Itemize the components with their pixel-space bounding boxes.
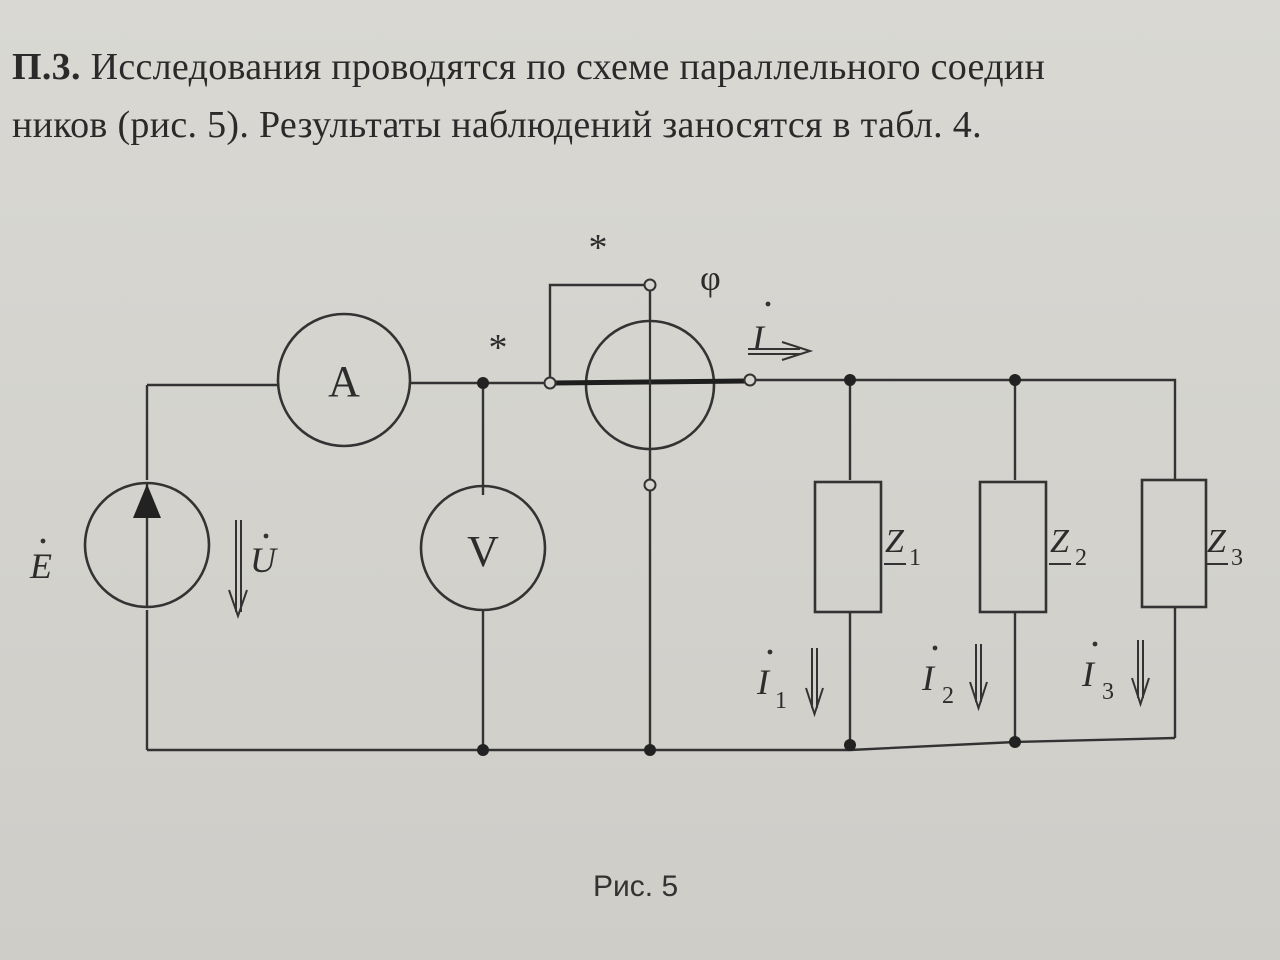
voltage-dot-accent [263, 533, 269, 539]
voltmeter: V [419, 484, 547, 612]
branch-current-1-arrow-icon [805, 648, 824, 718]
paragraph-line-1: П.3. Исследования проводятся по схеме па… [12, 38, 1280, 96]
voltage-source [83, 481, 211, 609]
phase-meter-label: φ [700, 258, 721, 298]
branch-current-1: I 1 [756, 648, 824, 718]
branch-current-2: I 2 [921, 644, 988, 712]
asterisk-current: * [489, 327, 508, 369]
branch-current-3-sub: 3 [1102, 679, 1114, 705]
voltmeter-label: V [467, 527, 499, 576]
branch-current-2-arrow-icon [969, 644, 988, 712]
impedance-z1-sub: 1 [909, 545, 921, 571]
branch-current-3: I 3 [1081, 640, 1150, 708]
paragraph-line-2: ников (рис. 5). Результаты наблюдений за… [12, 104, 982, 146]
wire-phasemeter-voltage [548, 283, 650, 383]
voltage-label: U [250, 540, 278, 580]
paragraph-number: П.3. [12, 46, 81, 88]
wire-top-right [750, 378, 1177, 480]
impedance-z2: Z 2 [978, 480, 1087, 614]
impedance-z3: Z 3 [1140, 478, 1243, 609]
current-dot-accent [765, 301, 771, 307]
impedance-z3-label: Z [1207, 523, 1227, 560]
impedance-z1-label: Z [885, 523, 905, 560]
voltage-arrow-icon [228, 520, 248, 620]
paragraph-text: П.3. Исследования проводятся по схеме па… [12, 38, 1280, 154]
phase-meter [543, 278, 757, 492]
branch-current-1-label: I [756, 662, 771, 702]
figure-caption: Рис. 5 [593, 870, 679, 903]
wire-bottom [147, 736, 1176, 752]
branch-current-2-sub: 2 [942, 683, 954, 709]
impedance-z2-sub: 2 [1075, 545, 1087, 571]
branch-current-2-label: I [921, 658, 936, 698]
ammeter-label: A [328, 357, 360, 406]
branch-current-1-sub: 1 [775, 688, 787, 714]
current-arrow-icon [748, 341, 814, 361]
branch-current-3-label: I [1081, 654, 1096, 694]
impedance-z1: Z 1 [813, 480, 921, 614]
source-dot-accent [40, 538, 46, 544]
junction-nodes [477, 374, 1021, 756]
impedance-z3-sub: 3 [1231, 545, 1243, 571]
source-label: E [29, 546, 52, 586]
branch-current-3-arrow-icon [1131, 640, 1150, 708]
current-label: I [751, 318, 766, 358]
ammeter: A [276, 312, 412, 448]
asterisk-voltage: * [589, 227, 608, 269]
paragraph-line-1-text: Исследования проводятся по схеме паралле… [90, 46, 1046, 88]
impedance-z2-label: Z [1050, 523, 1070, 560]
source-arrow-icon [133, 484, 161, 518]
